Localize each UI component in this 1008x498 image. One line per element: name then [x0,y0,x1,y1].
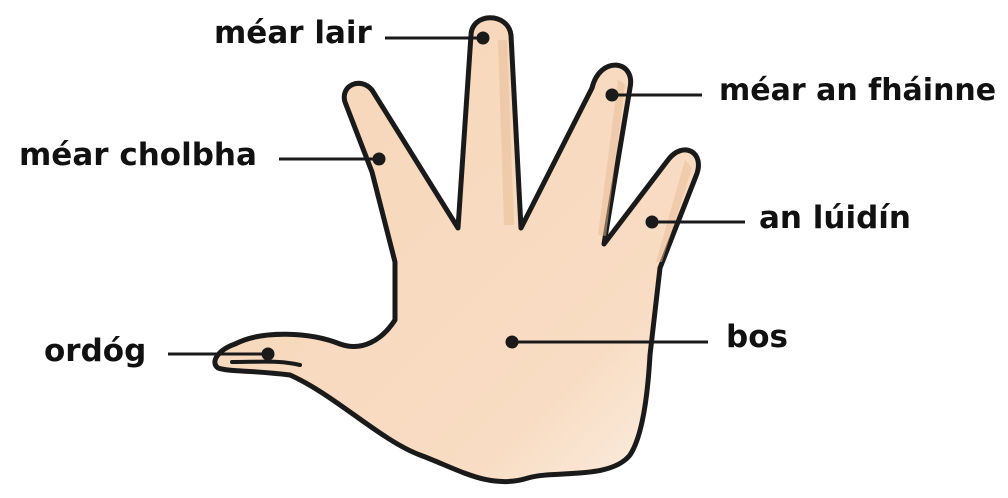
label-middle-finger: méar lair [214,18,372,49]
pointer-dot-index-finger [374,154,384,164]
label-index-finger: méar cholbha [19,140,257,171]
label-ring-finger: méar an fháinne [719,76,996,106]
pointer-dot-middle-finger [478,33,488,43]
label-palm: bos [726,322,788,353]
hand-shape [215,18,699,482]
pointer-dot-ring-finger [607,90,617,100]
pointer-dot-little-finger [647,217,657,227]
label-little-finger: an lúidín [759,203,911,234]
pointer-dot-palm [507,337,517,347]
pointer-dot-thumb [263,349,273,359]
label-thumb: ordóg [44,336,146,367]
